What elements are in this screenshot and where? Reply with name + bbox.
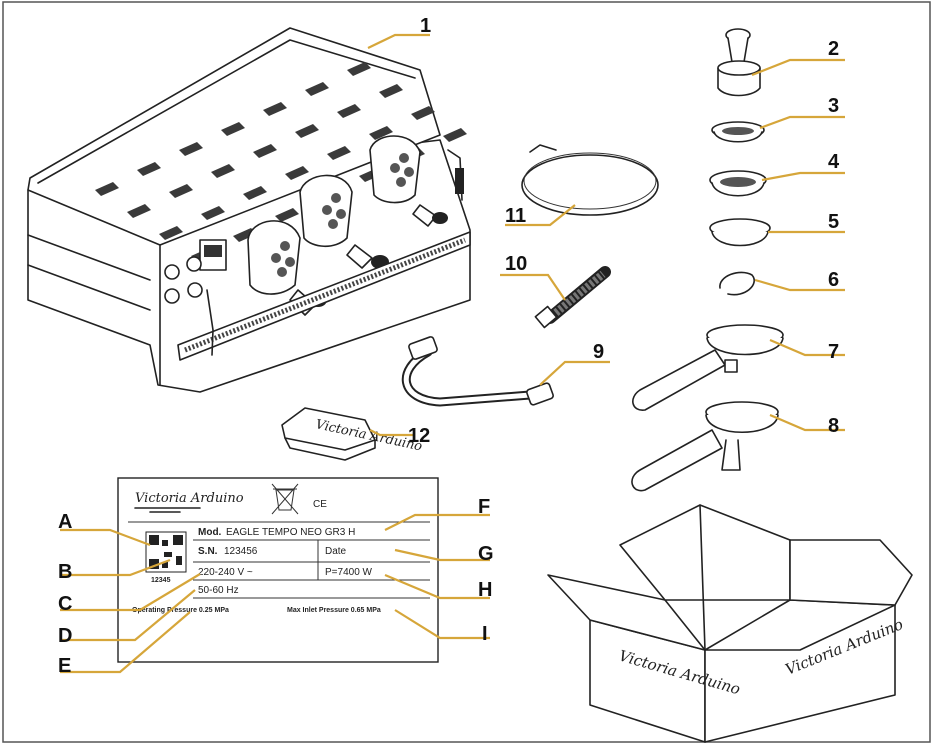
vent-slot [443, 128, 467, 142]
weee-bin-icon [271, 483, 299, 515]
filter-spring [719, 271, 755, 296]
vent-slot [379, 84, 403, 98]
tamper [717, 28, 761, 97]
coiled-hose [521, 144, 659, 216]
max-inlet-pressure: Max Inlet Pressure 0.65 MPa [287, 607, 381, 614]
portafilter-single [632, 324, 784, 411]
vent-slot [327, 146, 351, 160]
group-head-right [369, 135, 448, 227]
operating-pressure: Operating Pressure 0.25 MPa [132, 607, 229, 614]
model-label: Mod. [198, 527, 222, 538]
date-label: Date [325, 546, 347, 557]
vent-slot [169, 184, 193, 198]
drain-hose-fitting [534, 266, 611, 329]
plate-brand: Victoria Arduino [135, 491, 244, 506]
espresso-machine [27, 27, 471, 393]
vent-slot [347, 62, 371, 76]
vent-slot [411, 106, 435, 120]
callout-E: E [58, 655, 71, 677]
packaging-box: Victoria Arduino Victoria Arduino [547, 504, 913, 743]
vent-slot [337, 104, 361, 118]
callout-8: 8 [828, 415, 839, 437]
vent-slot [179, 142, 203, 156]
data-plate: Victoria Arduino CE 12345 Mod. EAGLE [117, 477, 439, 663]
filter-basket-large [709, 170, 767, 197]
vent-slot [295, 124, 319, 138]
power-value: P=7400 W [325, 567, 373, 578]
vent-slot [211, 164, 235, 178]
qr-number: 12345 [151, 577, 171, 584]
callout-C: C [58, 593, 72, 615]
callout-H: H [478, 579, 492, 601]
blind-filter [709, 218, 771, 247]
frequency-value: 50-60 Hz [198, 585, 239, 596]
vent-slot [127, 204, 151, 218]
vent-slot [305, 82, 329, 96]
vent-slot [263, 102, 287, 116]
vent-slot [275, 208, 299, 222]
callout-5: 5 [828, 211, 839, 233]
callout-10: 10 [505, 253, 527, 275]
callout-labels: 1 2 3 4 5 6 7 8 9 10 11 12 A B C D E F G… [58, 15, 840, 677]
vent-slot [369, 126, 393, 140]
ce-mark: CE [313, 499, 327, 510]
model-value: EAGLE TEMPO NEO GR3 H [226, 527, 355, 538]
vent-slot [137, 162, 161, 176]
callout-4: 4 [828, 151, 840, 173]
callout-12: 12 [408, 425, 430, 447]
callout-F: F [478, 496, 490, 518]
vent-slot [201, 206, 225, 220]
callout-1: 1 [420, 15, 431, 37]
flexible-hose [401, 336, 554, 407]
vent-slot [221, 122, 245, 136]
steam-wand-left [206, 289, 214, 356]
leader-lines [60, 33, 845, 674]
callout-3: 3 [828, 95, 839, 117]
callout-6: 6 [828, 269, 839, 291]
callout-B: B [58, 561, 72, 583]
callout-D: D [58, 625, 72, 647]
serial-label: S.N. [198, 546, 218, 557]
callout-I: I [482, 623, 488, 645]
vent-slot [243, 186, 267, 200]
vent-slot [285, 166, 309, 180]
callout-7: 7 [828, 341, 839, 363]
callout-9: 9 [593, 341, 604, 363]
portafilter-double [631, 401, 779, 492]
vent-slot [253, 144, 277, 158]
vent-slot [159, 226, 183, 240]
serial-value: 123456 [224, 546, 258, 557]
callout-G: G [478, 543, 494, 565]
filter-basket-small [711, 121, 765, 143]
vent-slot [95, 182, 119, 196]
voltage-value: 220-240 V ~ [198, 567, 253, 578]
callout-2: 2 [828, 38, 839, 60]
callout-A: A [58, 511, 72, 533]
callout-11: 11 [505, 205, 526, 227]
